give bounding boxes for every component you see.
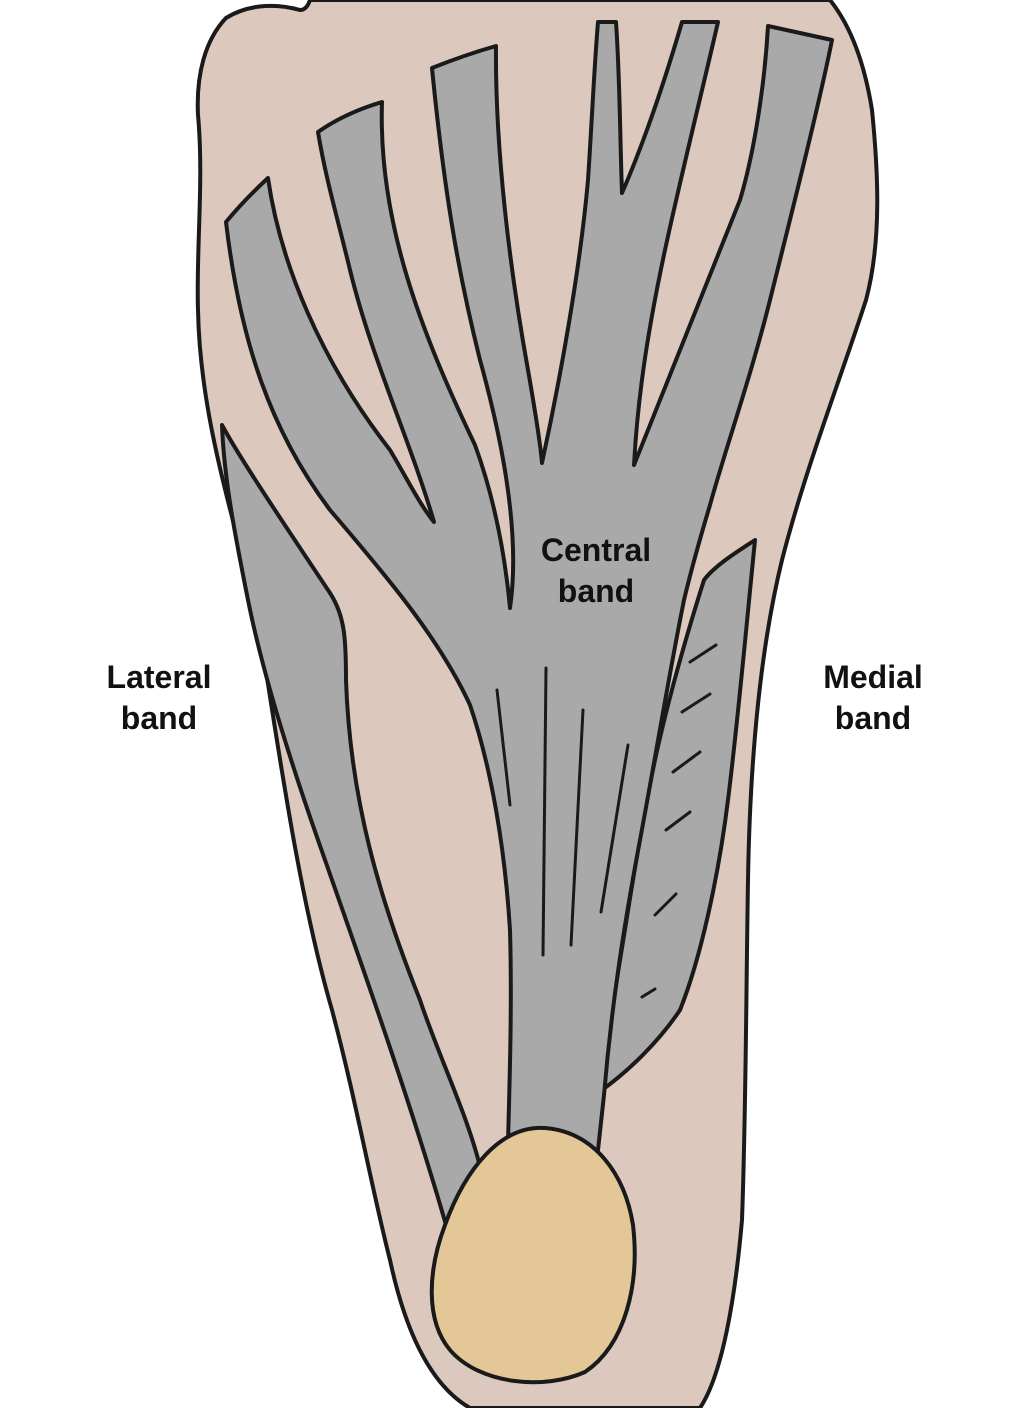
hatch-mark <box>680 692 712 714</box>
hatch-mark <box>664 810 692 832</box>
lateral-band <box>220 423 484 1227</box>
lateral-band-label-line2: band <box>120 700 198 736</box>
central-band-label-line1: Central <box>540 532 652 568</box>
heel-bone <box>429 1125 637 1385</box>
fiber-line <box>541 666 548 957</box>
medial-band-label-line2: band <box>834 700 912 736</box>
central-band <box>224 20 834 1152</box>
hatch-mark <box>653 892 678 917</box>
hatch-mark <box>671 750 702 774</box>
lateral-band-label-line1: Lateral <box>106 659 212 695</box>
hatch-mark <box>640 987 657 999</box>
central-band-label-line2: band <box>557 573 635 609</box>
medial-band-label-line1: Medial <box>823 659 923 695</box>
fiber-line <box>599 743 630 914</box>
lateral-band-label: Lateral band <box>90 657 228 739</box>
medial-band-label: Medial band <box>806 657 940 739</box>
fiber-line <box>569 708 585 947</box>
fiber-line <box>495 688 512 807</box>
hatch-mark <box>688 643 718 664</box>
central-band-label: Central band <box>526 530 666 612</box>
